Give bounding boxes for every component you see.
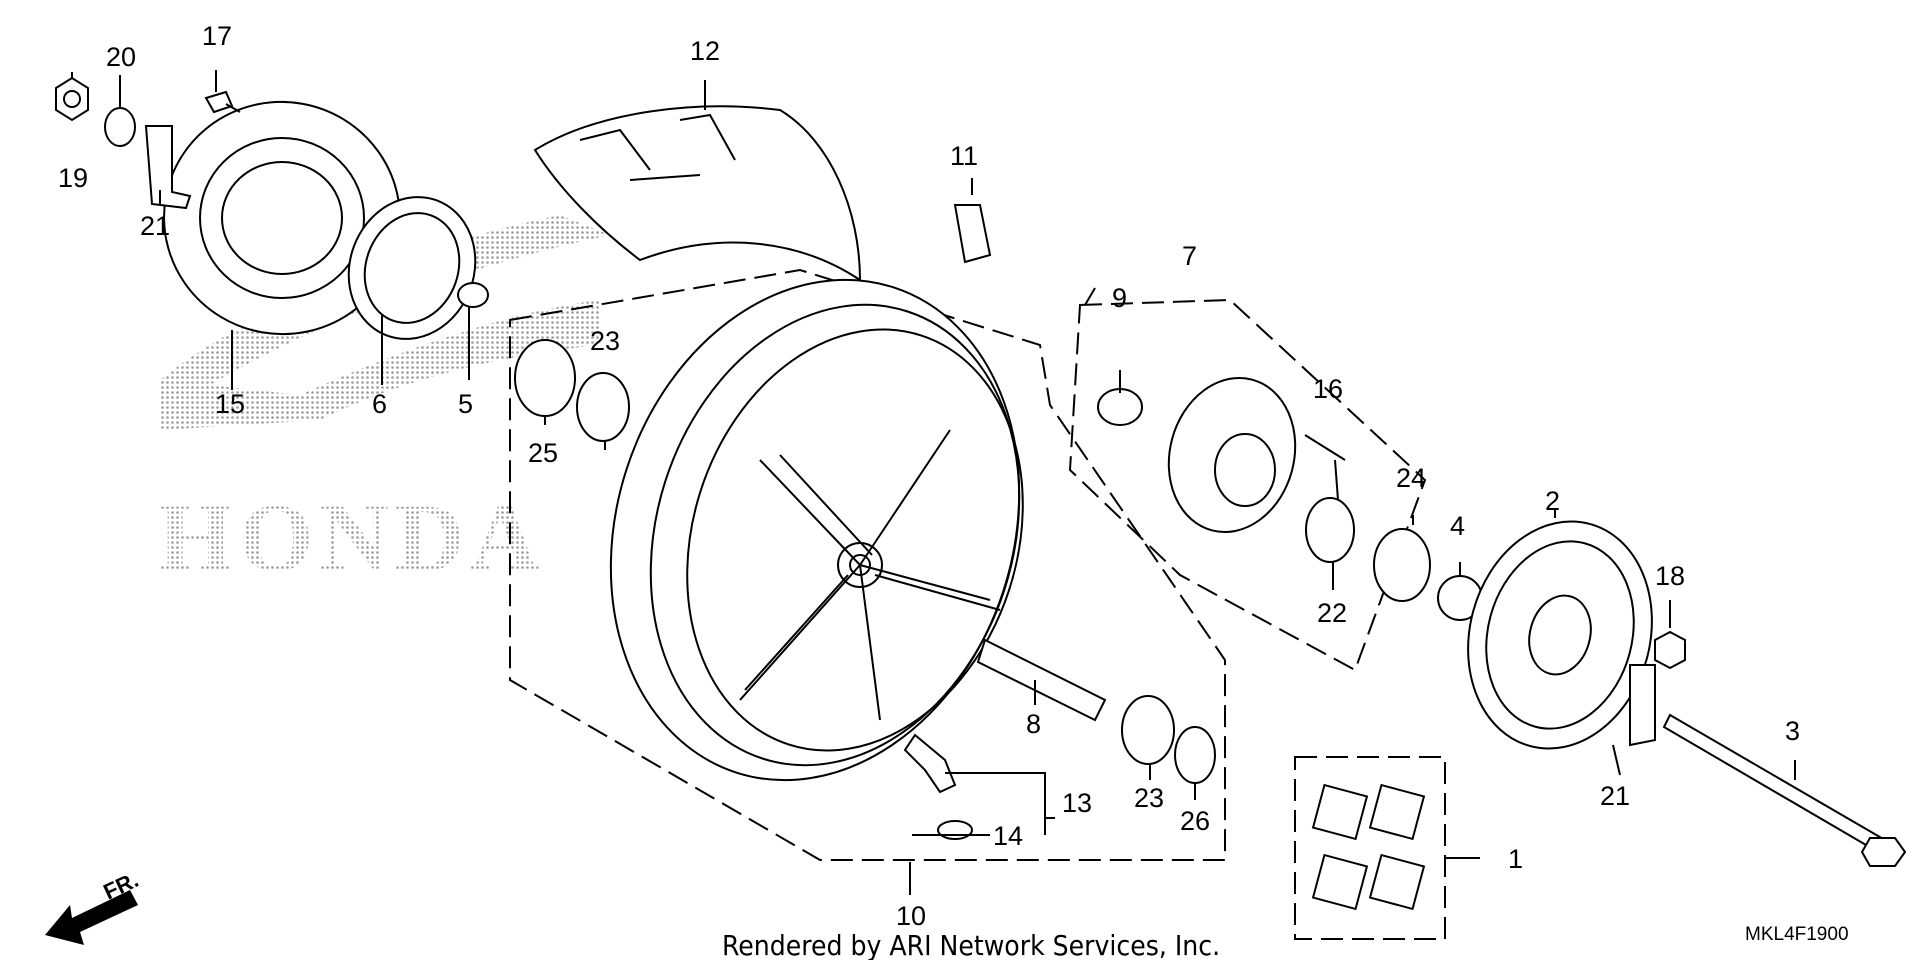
nut-18 xyxy=(1654,630,1686,670)
oring-26 xyxy=(1174,726,1216,784)
part-label-6: 6 xyxy=(372,389,387,419)
part-label-16: 16 xyxy=(1313,374,1343,404)
part-label-8: 8 xyxy=(1026,709,1041,739)
part-label-7: 7 xyxy=(1182,241,1197,271)
rubber-damper xyxy=(1311,783,1426,911)
bolt-17 xyxy=(204,90,241,114)
part-label-11: 11 xyxy=(950,141,978,171)
bearing-25 xyxy=(514,339,576,417)
part-label-12: 12 xyxy=(690,36,720,66)
nut-19 xyxy=(55,76,89,122)
bearing-23-upper xyxy=(576,372,630,442)
hub-assembly-outline xyxy=(1068,298,1427,672)
part-label-24: 24 xyxy=(1396,463,1426,493)
front-direction-arrow: FR. xyxy=(45,867,142,945)
washer-20 xyxy=(104,107,136,147)
part-label-17: 17 xyxy=(202,21,232,51)
part-label-21-left: 21 xyxy=(140,211,170,241)
part-labels: 1 2 3 4 5 6 7 8 9 10 11 12 13 14 15 16 1… xyxy=(58,21,1800,931)
rendered-by-footer: Rendered by ARI Network Services, Inc. xyxy=(722,929,1220,960)
bearing-23-lower xyxy=(1121,695,1175,765)
diagram-code: MKL4F1900 xyxy=(1745,924,1849,945)
washer-14 xyxy=(937,820,973,840)
part-label-18: 18 xyxy=(1655,561,1685,591)
part-label-22: 22 xyxy=(1317,598,1347,628)
axle xyxy=(1662,713,1907,867)
watermark-text: HONDA xyxy=(158,484,545,591)
clip-11 xyxy=(953,204,992,264)
part-label-3: 3 xyxy=(1785,716,1800,746)
part-label-23-lower: 23 xyxy=(1134,783,1164,813)
bracket-21-right xyxy=(1629,664,1656,747)
bracket-21-left xyxy=(144,125,192,210)
part-label-4: 4 xyxy=(1450,511,1465,541)
part-label-1: 1 xyxy=(1508,844,1523,874)
leader-lines xyxy=(71,70,1796,895)
direction-label: FR. xyxy=(100,867,143,905)
part-label-23-upper: 23 xyxy=(590,326,620,356)
valve-13 xyxy=(903,733,957,794)
part-label-9: 9 xyxy=(1112,283,1127,313)
part-label-19: 19 xyxy=(58,163,88,193)
part-label-13: 13 xyxy=(1062,788,1092,818)
collar-5 xyxy=(457,282,489,308)
part-label-21-right: 21 xyxy=(1600,781,1630,811)
part-label-15: 15 xyxy=(215,389,245,419)
part-label-2: 2 xyxy=(1545,486,1560,516)
pulser-ring xyxy=(347,196,477,340)
spacer-8 xyxy=(976,638,1107,722)
part-label-14: 14 xyxy=(993,821,1023,851)
part-label-5: 5 xyxy=(458,389,473,419)
part-label-10: 10 xyxy=(896,901,926,931)
part-label-25: 25 xyxy=(528,438,558,468)
wheel-hub xyxy=(1097,376,1431,602)
damper-outline xyxy=(1294,756,1446,940)
rear-wheel xyxy=(609,278,1024,782)
part-label-20: 20 xyxy=(106,42,136,72)
rear-tire xyxy=(533,105,862,282)
part-label-26: 26 xyxy=(1180,806,1210,836)
sprocket xyxy=(1467,520,1653,750)
